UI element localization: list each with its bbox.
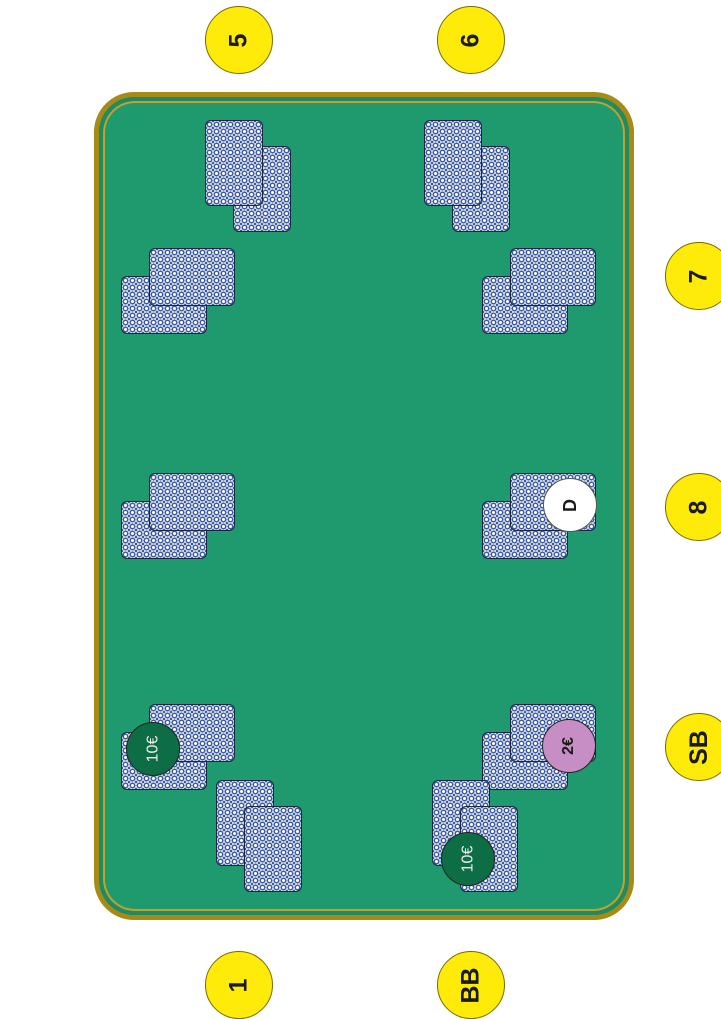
seat-sb-marker[interactable]: SB [665, 713, 721, 781]
seat-2-bet-amount: 10€ [144, 736, 162, 763]
bb-bet-chip: 10€ [441, 832, 495, 886]
seat-5-card-1 [205, 120, 263, 206]
seat-3-card-2 [149, 473, 235, 531]
seat-bb-label: BB [456, 967, 485, 1003]
dealer-button: D [543, 478, 597, 532]
seat-8-label: 8 [685, 500, 714, 514]
seat-7-card-2 [510, 248, 596, 306]
bb-bet-amount: 10€ [459, 846, 477, 873]
seat-1-card-2 [244, 806, 302, 892]
seat-2-bet-chip: 10€ [126, 722, 180, 776]
seat-7-label: 7 [685, 269, 714, 283]
seat-5-label: 5 [225, 33, 254, 47]
sb-bet-chip: 2€ [542, 719, 596, 773]
seat-5-marker[interactable]: 5 [205, 6, 273, 74]
seat-7-marker[interactable]: 7 [665, 242, 721, 310]
seat-1-label: 1 [225, 978, 254, 992]
seat-sb-label: SB [684, 730, 713, 765]
seat-6-card-1 [424, 120, 482, 206]
sb-bet-amount: 2€ [560, 737, 578, 755]
seat-6-marker[interactable]: 6 [437, 6, 505, 74]
seat-8-marker[interactable]: 8 [665, 473, 721, 541]
dealer-button-label: D [560, 499, 581, 512]
seat-4-card-2 [149, 248, 235, 306]
seat-6-label: 6 [457, 33, 486, 47]
